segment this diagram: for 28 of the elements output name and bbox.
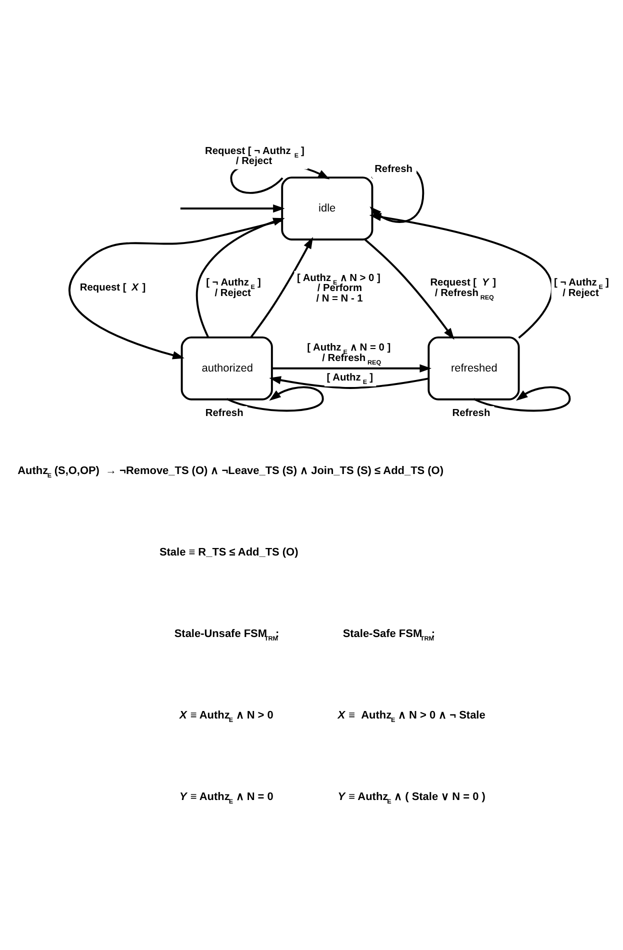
edge-label: Request [ ¬ Authz$_{E}$ ] / Reject — [204, 145, 304, 167]
label: Authz$_{E}$ (S,O,OP) → ¬Remove_TS (O) ∧ ¬Leave_TS (S) ∧ Join_TS (S) ≤ Add_TS (O) — [18, 464, 444, 479]
edge-label: Refresh — [374, 164, 412, 174]
label: Y ≡ Authz$_{E}$ ∧ ( Stale ∨ N = 0 ) — [338, 790, 486, 805]
label: Y ≡ Authz$_{E}$ ∧ N = 0 — [179, 790, 274, 805]
edge-label: Request [ X ] — [80, 282, 146, 293]
node-box: idle — [281, 176, 374, 240]
arrow — [272, 364, 432, 372]
arrow — [364, 238, 454, 340]
arrow — [196, 217, 285, 338]
arrow — [269, 376, 429, 388]
edge-label: Refresh — [205, 407, 244, 418]
label: X ≡ Authz$_{E}$ ∧ N > 0 ∧ ¬ Stale — [338, 708, 486, 724]
edge-label: [ ¬ Authz$_{E}$ ] / Reject — [554, 277, 609, 298]
edge-label: [ Authz$_{E}$ ] — [326, 372, 373, 386]
label: X ≡ Authz$_{E}$ ∧ N > 0 — [179, 708, 274, 724]
edge-label: [ Authz$_{E}$ ∧ N = 0 ] / Refresh$_{REQ}$ — [307, 342, 391, 366]
node-box: refreshed — [428, 336, 520, 400]
arrow — [250, 236, 314, 338]
arrow — [68, 219, 282, 359]
edge-label: Request [ Y ] / Refresh$_{REQ}$ — [430, 277, 496, 301]
arrow — [180, 204, 285, 212]
edge-label: [ ¬ Authz$_{E}$ ] / Reject — [206, 277, 261, 298]
edge-label: Refresh — [452, 407, 490, 418]
edge-label: [ Authz$_{E}$ ∧ N > 0 ] / Perform / N = N - 1 — [297, 272, 380, 304]
arrow — [369, 212, 553, 338]
node-box: authorized — [180, 336, 273, 400]
label: Stale ≡ R_TS ≤ Add_TS (O) — [159, 546, 298, 558]
